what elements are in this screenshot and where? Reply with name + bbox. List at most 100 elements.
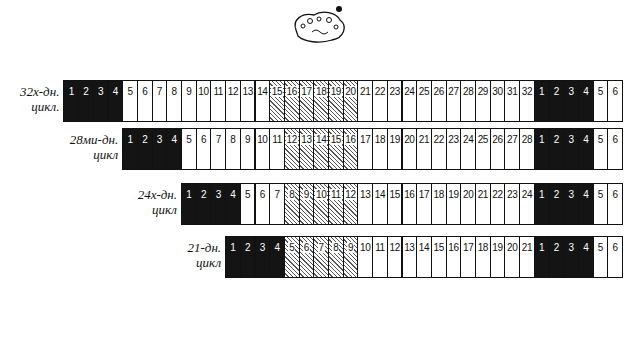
ovulation-day-cell: 7 (313, 236, 329, 278)
menses-day-cell: 3 (210, 183, 226, 225)
day-cell: 21 (475, 183, 491, 225)
day-cell: 24 (402, 80, 418, 122)
day-number: 1 (538, 242, 545, 253)
day-cell: 15 (431, 236, 447, 278)
menses-day-cell: 3 (563, 236, 579, 278)
ovulation-day-cell: 14 (313, 128, 329, 170)
cycle-label: 21-дн. цикл (163, 240, 221, 270)
day-cell: 6 (607, 183, 623, 225)
ovulation-day-cell: 19 (328, 80, 344, 122)
menses-day-cell: 2 (549, 128, 565, 170)
day-cell: 18 (431, 183, 447, 225)
day-number: 1 (185, 189, 192, 200)
day-number: 2 (553, 86, 560, 97)
day-number: 16 (286, 86, 298, 97)
day-cell: 12 (387, 236, 403, 278)
day-number: 4 (582, 134, 589, 145)
day-number: 2 (244, 242, 251, 253)
day-number: 9 (244, 134, 251, 145)
day-cell: 7 (210, 128, 226, 170)
day-number: 14 (374, 189, 386, 200)
ovulation-day-cell: 12 (343, 183, 359, 225)
day-number: 24 (403, 86, 415, 97)
day-number: 7 (273, 189, 280, 200)
day-number: 21 (418, 134, 430, 145)
day-cell: 14 (255, 80, 271, 122)
menses-day-cell: 1 (534, 236, 550, 278)
day-number: 1 (538, 189, 545, 200)
day-number: 12 (286, 134, 298, 145)
scribble (312, 30, 328, 34)
menses-day-cell: 2 (196, 183, 212, 225)
day-number: 15 (388, 189, 400, 200)
day-cell: 24 (460, 128, 476, 170)
day-cell: 23 (446, 128, 462, 170)
day-cell: 18 (372, 128, 388, 170)
day-number: 6 (303, 242, 310, 253)
day-cell: 28 (519, 128, 535, 170)
day-number: 25 (418, 86, 430, 97)
day-cell: 5 (181, 128, 197, 170)
day-cell: 6 (255, 183, 271, 225)
ovulation-day-cell: 11 (328, 183, 344, 225)
day-number: 11 (212, 86, 224, 97)
menses-day-cell: 3 (563, 183, 579, 225)
day-cell: 22 (431, 128, 447, 170)
day-cell: 5 (593, 128, 609, 170)
day-number: 14 (256, 86, 268, 97)
day-number: 20 (344, 86, 356, 97)
menses-day-cell: 3 (255, 236, 271, 278)
cycle-label: 28ми-дн. цикл (60, 132, 118, 162)
day-number: 2 (553, 189, 560, 200)
day-number: 8 (288, 189, 295, 200)
day-cell: 13 (357, 183, 373, 225)
menses-day-cell: 4 (269, 236, 285, 278)
day-number: 24 (521, 189, 533, 200)
ovulation-day-cell: 17 (299, 80, 315, 122)
menses-day-cell: 1 (534, 183, 550, 225)
day-number: 10 (315, 189, 327, 200)
ovulation-day-cell: 8 (284, 183, 300, 225)
day-cell: 6 (196, 128, 212, 170)
egg-dot (336, 6, 342, 12)
day-cell: 10 (255, 128, 271, 170)
day-number: 28 (462, 86, 474, 97)
day-cell: 14 (416, 236, 432, 278)
day-cell: 11 (210, 80, 226, 122)
menses-day-cell: 2 (78, 80, 94, 122)
day-number: 6 (612, 86, 619, 97)
day-cell: 6 (607, 236, 623, 278)
day-number: 23 (388, 86, 400, 97)
day-cell: 32 (519, 80, 535, 122)
day-cell: 9 (240, 128, 256, 170)
menses-day-cell: 3 (563, 80, 579, 122)
day-number: 7 (318, 242, 325, 253)
ovary-outline (295, 12, 344, 42)
ovulation-day-cell: 18 (313, 80, 329, 122)
day-number: 27 (447, 86, 459, 97)
day-cell: 18 (475, 236, 491, 278)
ovulation-day-cell: 8 (328, 236, 344, 278)
day-number: 10 (359, 242, 371, 253)
day-number: 20 (403, 134, 415, 145)
day-cell: 26 (490, 128, 506, 170)
day-number: 31 (506, 86, 518, 97)
menses-day-cell: 4 (108, 80, 124, 122)
day-cell: 14 (372, 183, 388, 225)
day-cell: 6 (607, 80, 623, 122)
day-number: 11 (271, 134, 283, 145)
ovulation-day-cell: 20 (343, 80, 359, 122)
day-number: 6 (612, 134, 619, 145)
day-number: 1 (68, 86, 75, 97)
day-cell: 11 (269, 128, 285, 170)
day-cell: 7 (152, 80, 168, 122)
ovulation-day-cell: 10 (313, 183, 329, 225)
day-number: 17 (462, 242, 474, 253)
day-number: 5 (597, 242, 604, 253)
day-number: 7 (215, 134, 222, 145)
day-number: 1 (126, 134, 133, 145)
day-cell: 24 (519, 183, 535, 225)
day-cell: 10 (196, 80, 212, 122)
day-cell: 5 (593, 236, 609, 278)
